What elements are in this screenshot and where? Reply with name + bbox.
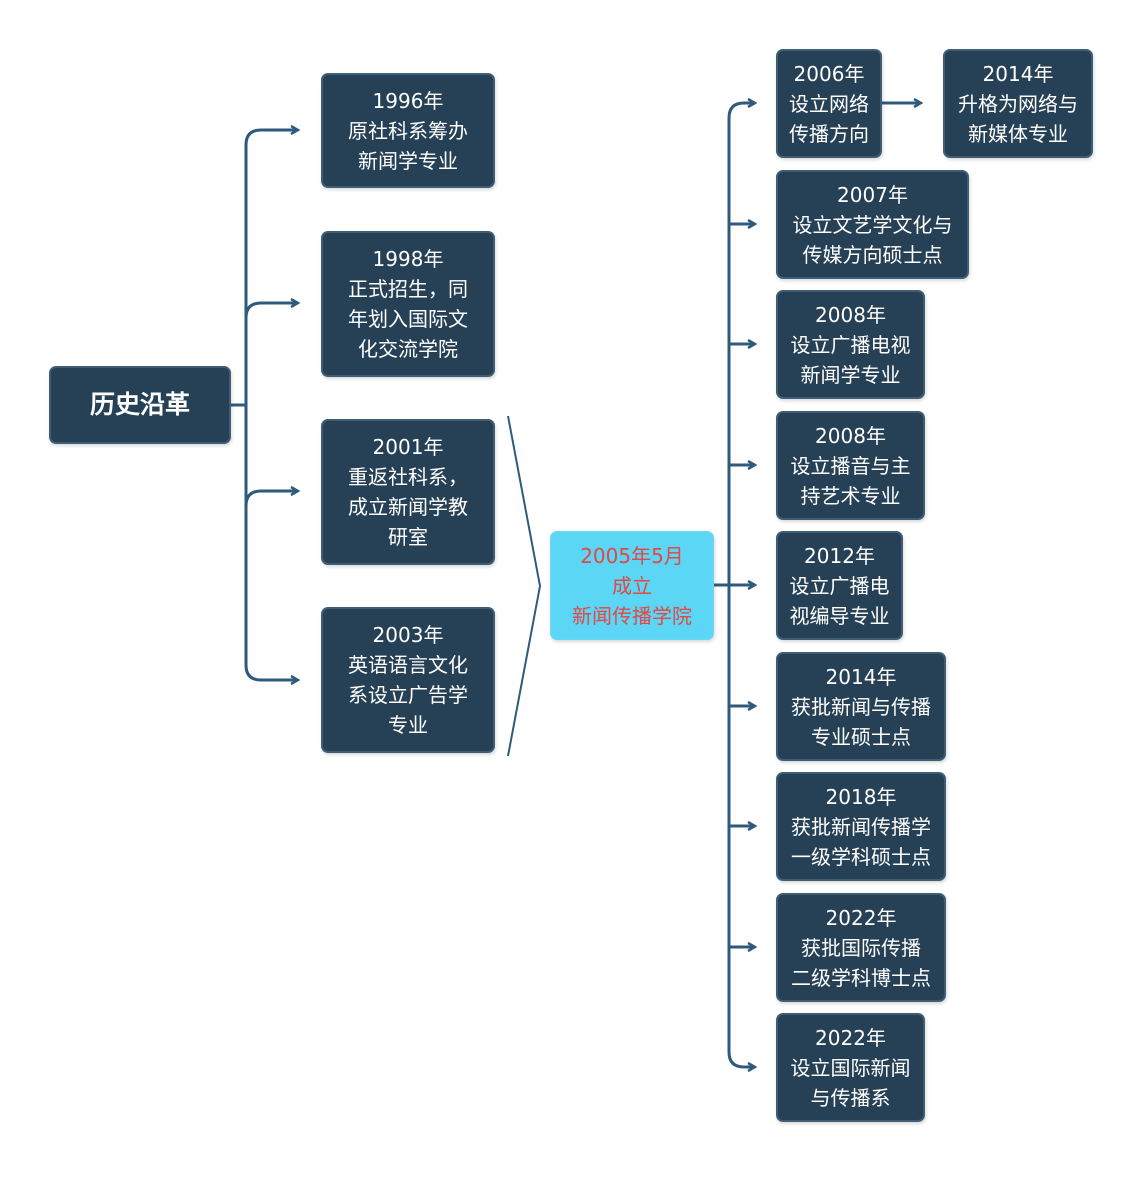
arrow-2022b [727,1051,755,1067]
node-2012: 2012年 设立广播电 视编导专业 [776,531,903,640]
node-2001: 2001年 重返社科系， 成立新闻学教 研室 [321,419,495,565]
node-text: 英语语言文化 系设立广告学 专业 [348,653,468,737]
node-year: 2022年 [825,905,897,930]
node-2014: 2014年 获批新闻与传播 专业硕士点 [776,652,946,761]
node-year: 2007年 [837,182,908,207]
node-year: 2008年 [815,423,886,448]
node-text: 设立文艺学文化与 传媒方向硕士点 [792,212,953,267]
node-text: 设立广播电视 新闻学专业 [790,332,911,387]
node-year: 2014年 [825,664,897,689]
node-text: 设立国际新闻 与传播系 [790,1055,911,1110]
node-text: 设立播音与主 持艺术专业 [790,453,911,508]
node-2022-dept: 2022年 设立国际新闻 与传播系 [776,1013,925,1122]
node-2022-phd: 2022年 获批国际传播 二级学科博士点 [776,893,946,1002]
node-year: 1998年 [372,247,444,271]
bracket [507,415,542,757]
node-text: 获批新闻传播学 一级学科硕士点 [791,814,931,869]
node-2007: 2007年 设立文艺学文化与 传媒方向硕士点 [776,170,969,279]
arrow-1998 [244,303,298,319]
node-year: 2001年 [372,435,444,459]
node-text: 正式招生，同 年划入国际文 化交流学院 [348,277,468,361]
center-line2: 成立 [612,573,652,598]
node-1996: 1996年 原社科系筹办 新闻学专业 [321,73,495,188]
node-year: 2008年 [815,302,886,327]
node-2003: 2003年 英语语言文化 系设立广告学 专业 [321,607,495,753]
center-line3: 新闻传播学院 [572,603,692,628]
node-2008-tv: 2008年 设立广播电视 新闻学专业 [776,290,925,399]
node-text: 升格为网络与 新媒体专业 [958,91,1078,146]
root-label: 历史沿革 [89,390,190,419]
arrow-2006 [727,103,755,119]
node-2018: 2018年 获批新闻传播学 一级学科硕士点 [776,772,946,881]
node-text: 获批国际传播 二级学科博士点 [791,935,931,990]
arrow-1996 [244,130,298,146]
node-1998: 1998年 正式招生，同 年划入国际文 化交流学院 [321,231,495,377]
node-2006: 2006年 设立网络 传播方向 [776,49,882,158]
node-year: 2006年 [793,61,865,86]
node-year: 2003年 [372,623,444,647]
node-text: 重返社科系， 成立新闻学教 研室 [348,465,468,549]
center-node: 2005年5月 成立 新闻传播学院 [550,531,714,640]
node-year: 2022年 [815,1025,886,1050]
node-text: 获批新闻与传播 专业硕士点 [791,694,931,749]
node-text: 原社科系筹办 新闻学专业 [348,118,468,173]
node-year: 2014年 [982,61,1054,86]
node-2014-upgrade: 2014年 升格为网络与 新媒体专业 [943,49,1093,158]
center-line1: 2005年5月 [580,543,684,568]
node-year: 2018年 [825,784,897,809]
node-2008-host: 2008年 设立播音与主 持艺术专业 [776,411,925,520]
node-year: 1996年 [372,88,444,113]
arrow-2001 [244,491,298,507]
root-node: 历史沿革 [49,366,231,444]
node-text: 设立网络 传播方向 [789,91,869,146]
arrow-2003 [244,664,298,680]
node-text: 设立广播电 视编导专业 [789,573,890,628]
node-year: 2012年 [804,543,875,568]
